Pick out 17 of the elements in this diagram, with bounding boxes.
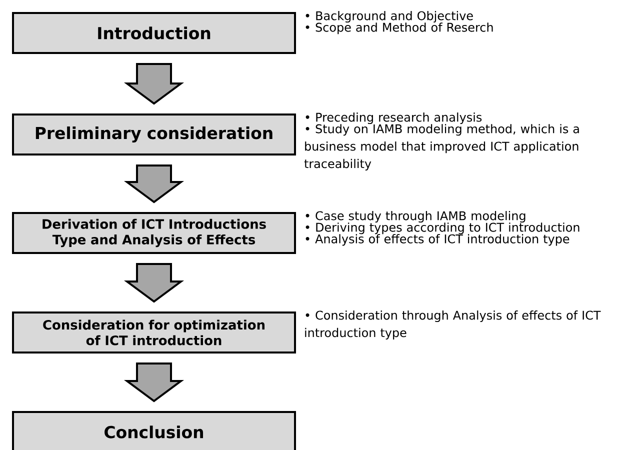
process-box: Introduction	[12, 12, 296, 54]
bullet-text: • Deriving types according to ICT introduction	[306, 222, 580, 234]
bullet-text: • Scope and Method of Reserch	[306, 22, 493, 34]
block-arrow	[124, 63, 184, 105]
block-arrow	[124, 362, 184, 402]
process-box: Derivation of ICT Introductions Type and Analysis of Effects	[12, 212, 296, 254]
process-box: Conclusion	[12, 411, 296, 450]
bullet-text: • Consideration through Analysis of effects of ICT introduction type	[305, 310, 601, 340]
bullet-text: • Case study through IAMB modeling	[306, 211, 526, 223]
bullet-text: • Preceding research analysis	[306, 112, 482, 124]
bullet-text: • Background and Objective	[306, 11, 473, 23]
block-arrow	[124, 164, 184, 204]
process-box: Consideration for optimization of ICT introduction	[12, 312, 296, 354]
block-arrow	[124, 263, 184, 303]
bullet-text: • Analysis of effects of ICT introduction type	[306, 234, 570, 246]
bullet-text: • Study on IAMB modeling method, which is a business model that improved ICT application traceability	[304, 124, 579, 170]
process-box: Preliminary consideration	[12, 114, 296, 156]
